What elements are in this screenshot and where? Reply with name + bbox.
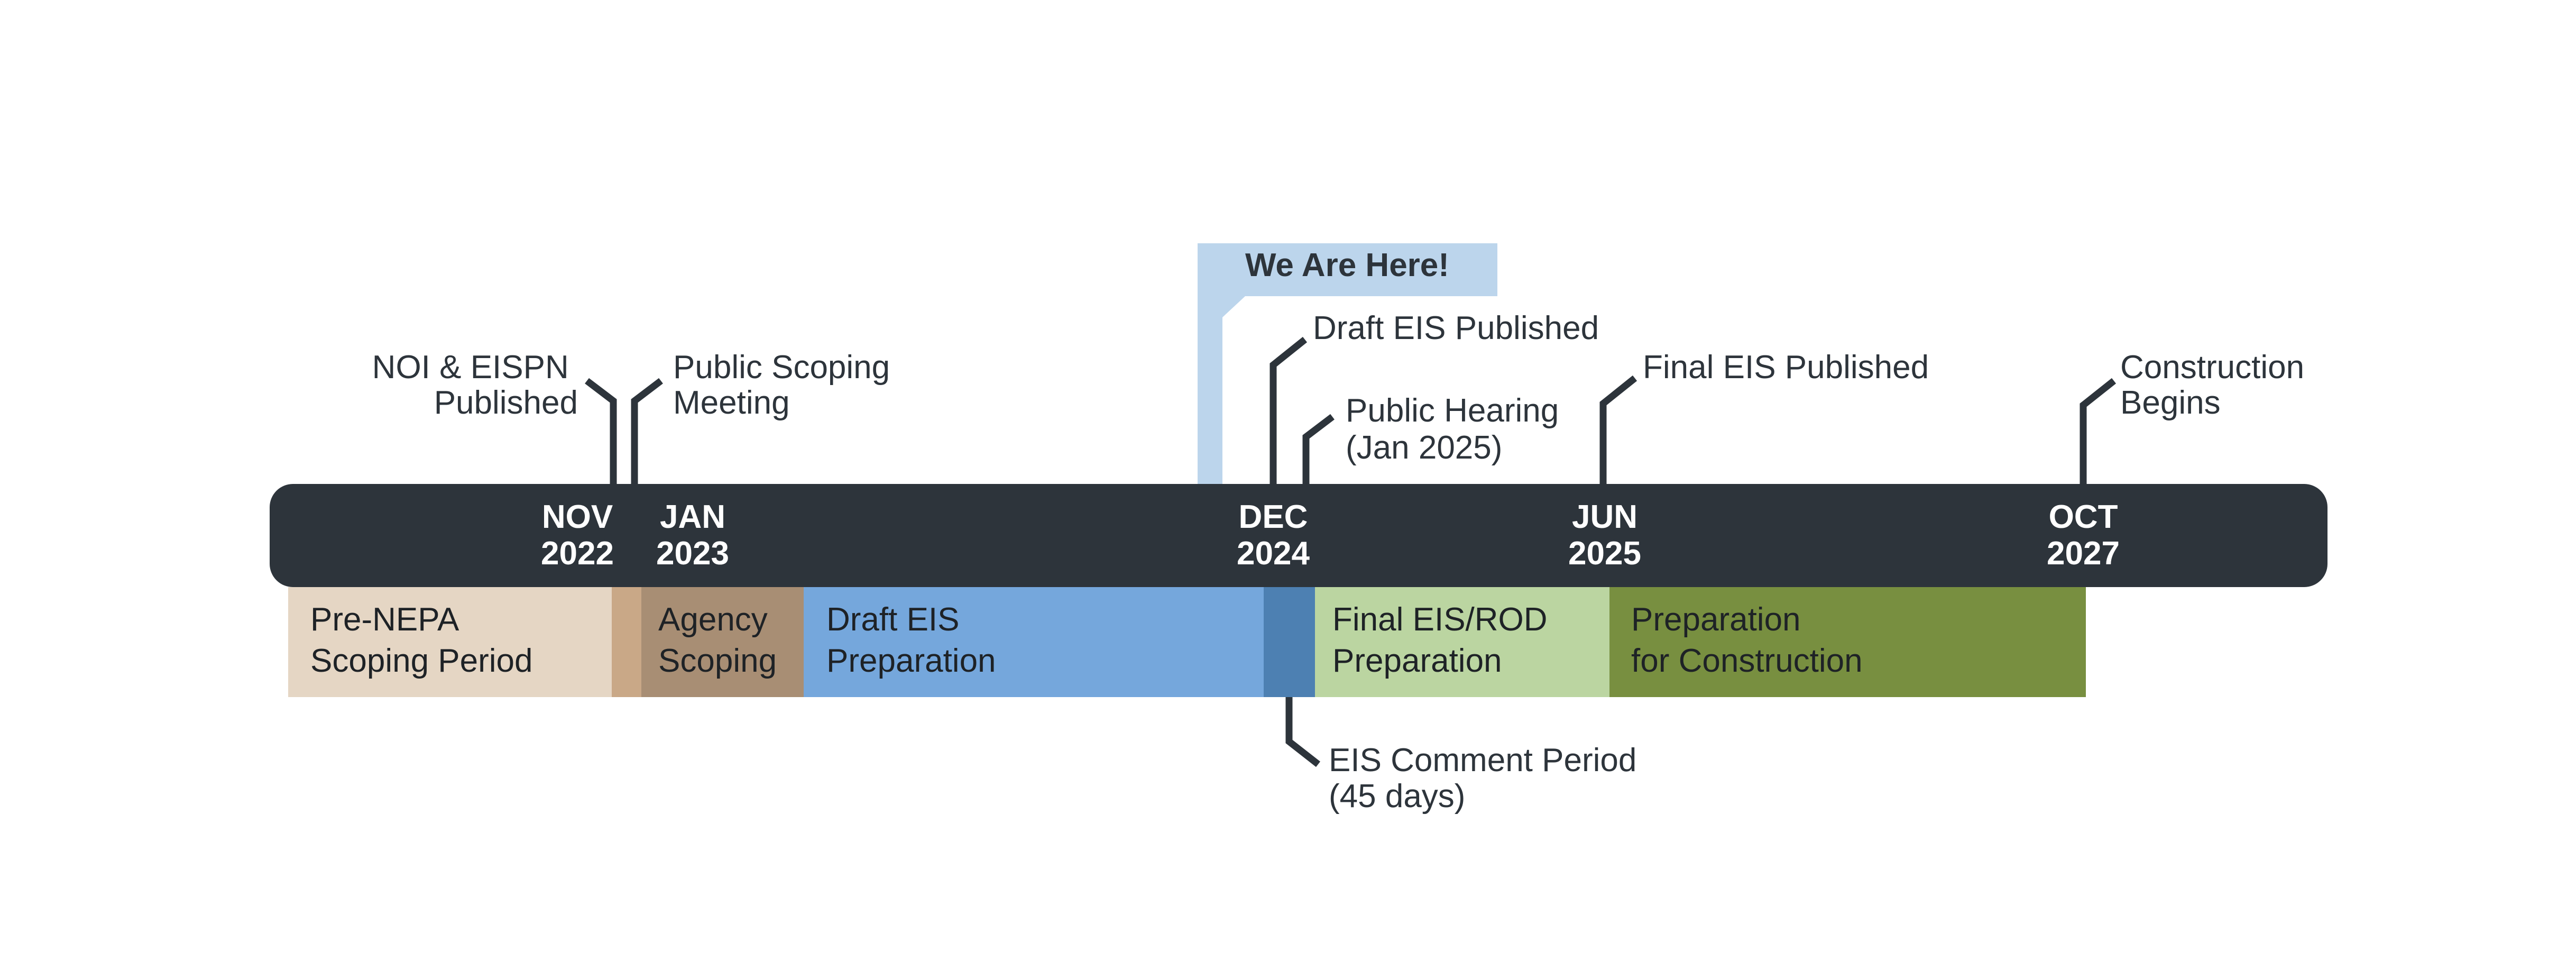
milestone-line: Published (434, 385, 578, 421)
milestone-noi-eispn: NOI & EISPN Published (372, 349, 578, 421)
phase-label-agency-scoping: Agency Scoping (658, 601, 777, 679)
phase-label-pre-nepa: Pre-NEPA Scoping Period (310, 601, 533, 679)
milestone-line: (Jan 2025) (1346, 429, 1502, 466)
timeline-bar (270, 484, 2327, 587)
milestone-line: (45 days) (1329, 778, 1465, 815)
phase-label-line: Preparation (1631, 601, 1801, 638)
phase-block-gap (612, 587, 641, 697)
phase-label-line: Pre-NEPA (310, 601, 459, 638)
leader-line-public-hearing (1302, 414, 1335, 484)
date-year: 2027 (2047, 535, 2120, 572)
milestone-line: Public Hearing (1346, 392, 1559, 429)
leader-line-construction-begins (2080, 378, 2117, 484)
phase-block-comment-period (1264, 587, 1315, 697)
phase-block-construction-prep (1609, 587, 2086, 697)
milestone-construction-begins: Construction Begins (2120, 349, 2313, 421)
leader-line-noi (585, 378, 617, 484)
phase-label-line: Scoping Period (310, 643, 533, 679)
date-label-oct-2027: OCT 2027 (2047, 499, 2120, 572)
date-year: 2023 (656, 535, 729, 572)
date-label-jan-2023: JAN 2023 (656, 499, 729, 572)
leader-line-draft-eis-published (1269, 336, 1308, 484)
milestone-line: Begins (2120, 385, 2221, 421)
phase-block-agency-scoping (641, 587, 804, 697)
phase-label-line: Scoping (658, 643, 777, 679)
date-year: 2025 (1568, 535, 1641, 572)
milestone-public-scoping-meeting: Public Scoping Meeting (673, 349, 899, 421)
phase-label-draft-eis: Draft EIS Preparation (826, 601, 996, 679)
date-month: NOV (542, 499, 613, 535)
date-label-dec-2024: DEC 2024 (1237, 499, 1310, 572)
phase-label-line: for Construction (1631, 643, 1863, 679)
phase-label-line: Agency (658, 601, 768, 638)
phase-block-final-eis (1315, 587, 1609, 697)
date-year: 2022 (541, 535, 614, 572)
date-year: 2024 (1237, 535, 1310, 572)
milestone-line: NOI & EISPN (372, 349, 569, 386)
milestone-line: Meeting (673, 385, 790, 421)
milestone-draft-eis-published: Draft EIS Published (1313, 310, 1599, 346)
phase-label-final-eis: Final EIS/ROD Preparation (1332, 601, 1557, 679)
milestone-eis-comment-period: EIS Comment Period (45 days) (1329, 742, 1646, 815)
milestone-public-hearing: Public Hearing (Jan 2025) (1346, 392, 1568, 466)
milestone-line: Construction (2120, 349, 2304, 386)
phase-label-line: Preparation (826, 643, 996, 679)
leader-line-scoping-meeting (631, 378, 663, 484)
date-month: DEC (1239, 499, 1308, 535)
phase-block-pre-nepa (288, 587, 612, 697)
milestone-line: EIS Comment Period (1329, 742, 1636, 779)
we-are-here-marker (1198, 243, 1497, 489)
phase-label-line: Preparation (1332, 643, 1502, 679)
we-are-here-label: We Are Here! (1245, 247, 1449, 283)
date-label-jun-2025: JUN 2025 (1568, 499, 1641, 572)
phase-block-draft-eis (804, 587, 1264, 697)
milestone-line: Draft EIS Published (1313, 310, 1599, 346)
date-month: JUN (1572, 499, 1637, 535)
date-label-nov-2022: NOV 2022 (541, 499, 614, 572)
milestone-line: Final EIS Published (1643, 349, 1929, 386)
leader-line-final-eis-published (1599, 375, 1637, 484)
phase-label-line: Draft EIS (826, 601, 960, 638)
phase-label-line: Final EIS/ROD (1332, 601, 1548, 638)
leader-line-comment-period (1285, 697, 1321, 767)
milestone-final-eis-published: Final EIS Published (1643, 349, 1929, 386)
phase-label-construction-prep: Preparation for Construction (1631, 601, 1863, 679)
milestone-line: Public Scoping (673, 349, 890, 386)
date-month: OCT (2049, 499, 2118, 535)
date-month: JAN (660, 499, 725, 535)
